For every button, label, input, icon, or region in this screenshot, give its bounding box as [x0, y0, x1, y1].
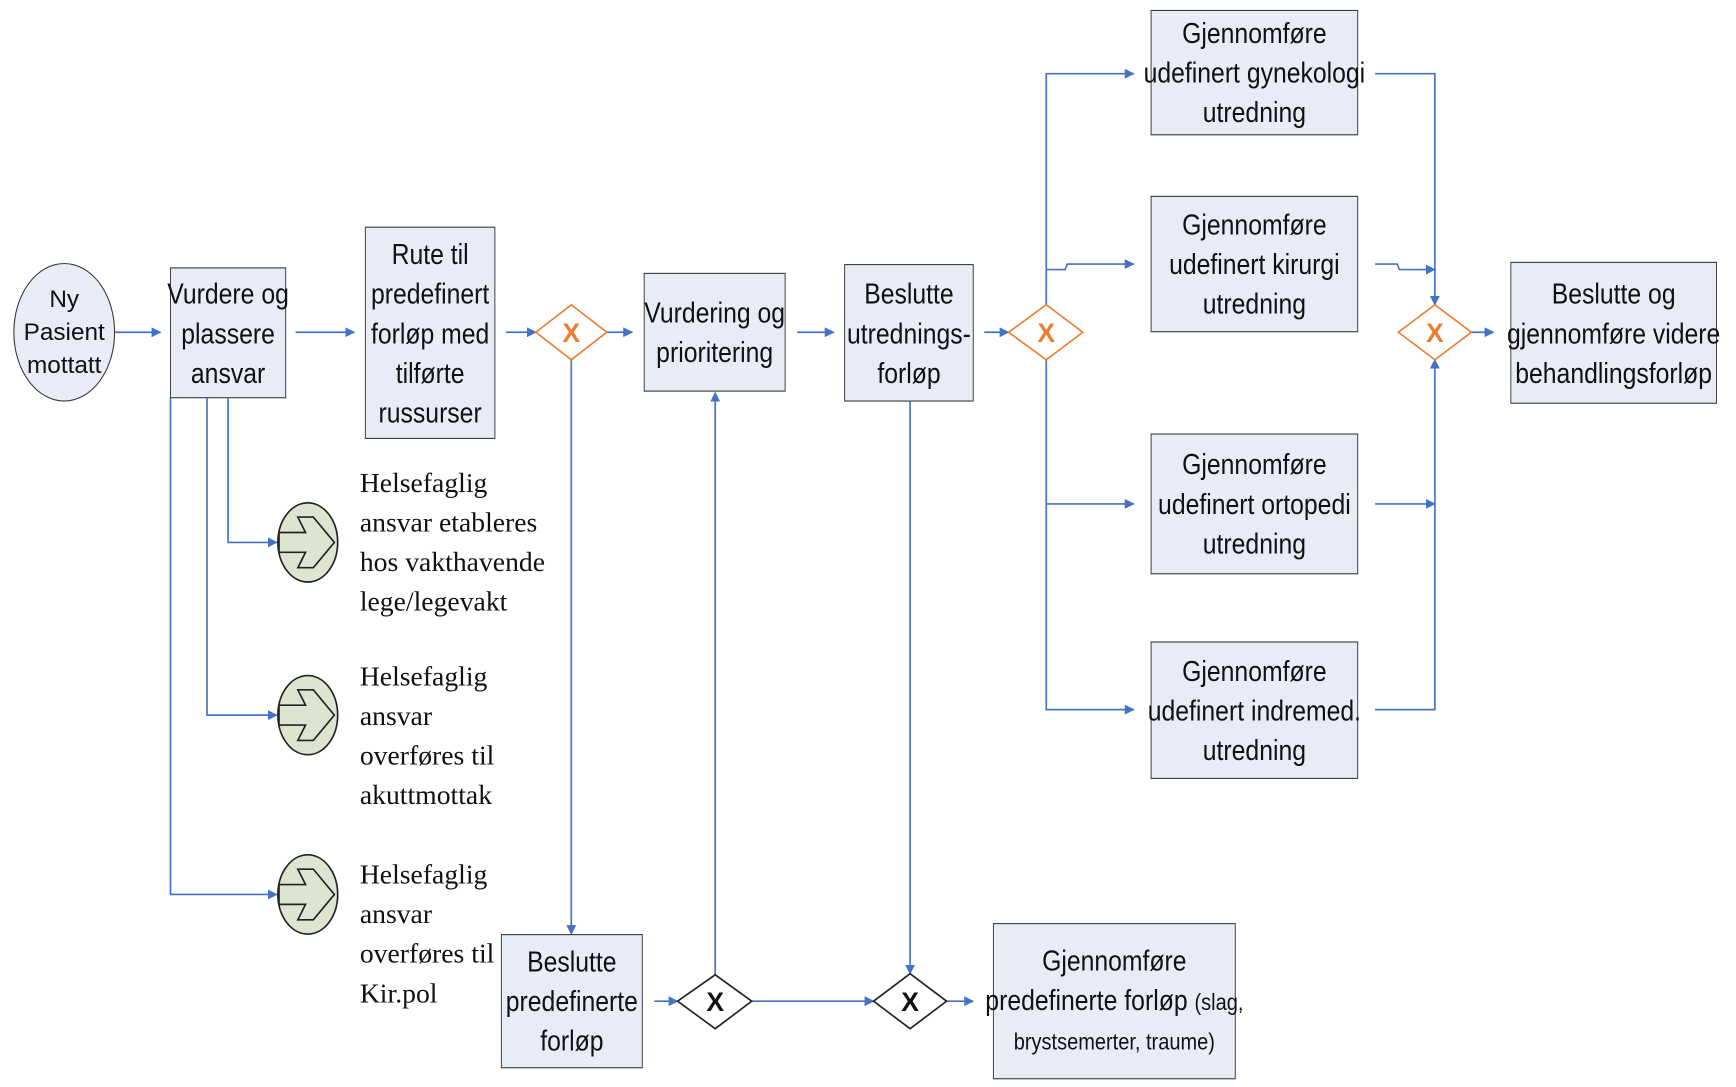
svg-text:X: X: [706, 987, 724, 1017]
offpage-arrow-icon: [277, 501, 339, 583]
task-label: ansvar: [190, 355, 266, 389]
task-label-small: brystsemerter, traume): [1013, 1029, 1215, 1055]
note-line: ansvar: [359, 701, 433, 732]
task-label: utredning: [1202, 526, 1306, 561]
task-label-small: (slag,: [1194, 989, 1244, 1015]
task-label: udefinert kirurgi: [1169, 247, 1340, 281]
task-label: predefinerte forløp: [985, 983, 1188, 1017]
gateway-split-2: X: [1007, 303, 1085, 361]
note-line: Kir.pol: [359, 979, 438, 1009]
note-line: hos vakthavende: [359, 547, 546, 578]
task-label: Gjennomføre: [1182, 16, 1327, 50]
task-label: utredning: [1202, 95, 1306, 129]
task-ortopedi-utredning: Gjennomføre udefinert ortopedi utredning: [1150, 433, 1359, 575]
svg-text:X: X: [1426, 318, 1444, 348]
note-akuttmottak: Helsefaglig ansvar overføres til akuttmo…: [360, 658, 495, 816]
task-label: Gjennomføre: [1182, 447, 1327, 481]
task-label: Rute til: [391, 237, 469, 271]
task-label: forløp: [877, 355, 941, 389]
task-label: plassere: [181, 316, 275, 350]
task-label: udefinert ortopedi: [1158, 487, 1351, 521]
task-videre-behandling: Beslutte og gjennomføre videre behandlin…: [1507, 261, 1721, 404]
task-vurdere-ansvar: Vurdere og plassere ansvar: [167, 267, 289, 399]
flow-vurdere-to-note1: [227, 398, 278, 548]
note-line: akuttmottak: [359, 781, 493, 811]
task-label: Beslutte og: [1551, 276, 1676, 310]
task-gjennomfore-predefinerte: Gjennomføre predefinerte forløp (slag, b…: [985, 923, 1243, 1080]
task-rute-predefinert: Rute til predefinert forløp med tilførte…: [364, 226, 496, 439]
note-line: lege/legevakt: [359, 587, 508, 618]
note-line: overføres til: [359, 741, 495, 772]
offpage-arrow-icon: [277, 674, 339, 756]
flow-vurdere-to-note3: [169, 398, 278, 900]
task-label: Gjennomføre: [1042, 943, 1187, 977]
task-label: tilførte: [395, 355, 465, 389]
note-line: Helsefaglig: [359, 662, 488, 693]
task-label: utredning: [1202, 287, 1306, 321]
task-label: udefinert indremed.: [1147, 693, 1362, 727]
task-label: Beslutte: [864, 276, 954, 310]
task-vurdering-prioritering: Vurdering og prioritering: [643, 272, 786, 392]
offpage-arrow-icon: [277, 854, 339, 935]
task-beslutte-utredning: Beslutte utrednings- forløp: [844, 264, 974, 402]
task-label: Vurdering og: [644, 295, 786, 329]
svg-text:X: X: [1037, 318, 1055, 348]
task-label: behandlingsforløp: [1515, 355, 1713, 389]
task-label: predefinerte: [505, 984, 638, 1018]
note-line: ansvar: [359, 899, 433, 930]
gateway-split-1: X: [534, 303, 609, 361]
note-line: Helsefaglig: [359, 468, 488, 499]
task-label: forløp: [540, 1024, 604, 1058]
gateway-merge-3: X: [1396, 303, 1473, 361]
flow-kirurgi-to-gateway3: [1375, 263, 1436, 275]
task-beslutte-predefinerte: Beslutte predefinerte forløp: [500, 934, 643, 1069]
task-label: forløp med: [370, 316, 490, 350]
note-kirpol: Helsefaglig ansvar overføres til Kir.pol: [360, 856, 495, 1014]
task-label: udefinert gynekologi: [1143, 56, 1366, 90]
task-label-row: predefinerte forløp (slag,: [985, 980, 1243, 1023]
gateway-merge-5: X: [872, 972, 948, 1030]
task-gynekologi-utredning: Gjennomføre udefinert gynekologi utredni…: [1144, 9, 1365, 136]
svg-text:X: X: [562, 318, 580, 348]
flow-gynekologi-to-gateway3: [1375, 72, 1440, 306]
flow-indremed-to-gateway3: [1375, 358, 1440, 711]
note-line: overføres til: [359, 939, 495, 970]
flow-vurdere-to-note2: [206, 398, 278, 721]
task-kirurgi-utredning: Gjennomføre udefinert kirurgi utredning: [1150, 195, 1359, 333]
note-line: ansvar etableres: [359, 508, 538, 538]
task-label: Gjennomføre: [1182, 654, 1327, 688]
start-line-1: Ny: [49, 284, 80, 313]
flow-gateway2-to-indremed: [1045, 503, 1135, 715]
task-label: predefinert: [370, 276, 490, 310]
task-indremed-utredning: Gjennomføre udefinert indremed. utrednin…: [1147, 641, 1362, 779]
task-label: prioritering: [656, 335, 774, 369]
task-label: gjennomføre videre: [1507, 316, 1721, 350]
gateway-split-4: X: [676, 973, 754, 1030]
flow-gateway2-to-ortopedi: [1045, 359, 1135, 509]
start-event: Ny Pasient mottatt: [13, 262, 116, 402]
task-label: Vurdere og: [167, 276, 289, 310]
flow-gateway2-to-kirurgi: [1046, 259, 1135, 271]
task-label: Gjennomføre: [1182, 207, 1327, 241]
note-vakthavende: Helsefaglig ansvar etableres hos vakthav…: [360, 464, 545, 622]
start-line-3: mottatt: [26, 350, 102, 379]
note-line: Helsefaglig: [359, 860, 488, 891]
svg-text:X: X: [901, 987, 919, 1017]
task-label: Beslutte: [527, 945, 617, 979]
task-label: russurser: [378, 395, 482, 429]
task-label: utrednings-: [847, 316, 971, 350]
flow-gateway2-to-gynekologi: [1045, 68, 1135, 305]
start-line-2: Pasient: [23, 317, 105, 346]
task-label: utredning: [1202, 733, 1306, 767]
